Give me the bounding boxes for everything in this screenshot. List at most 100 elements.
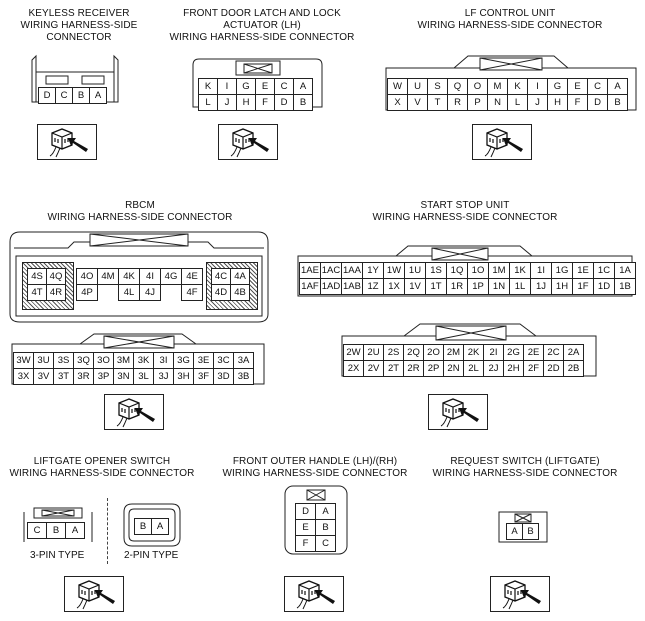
pin-label: WIRING HARNESS-SIDE CONNECTOR [47, 212, 233, 223]
pin-label: 1F [572, 278, 594, 295]
pin-label: 1P [467, 278, 489, 295]
pin-label: ACTUATOR (LH) [223, 20, 301, 31]
pin-label: Q [447, 78, 468, 95]
pin-label: A [506, 523, 523, 540]
pin-label: 2C [543, 344, 564, 361]
pin-label: D [587, 94, 608, 111]
pin-label: 3D [213, 368, 234, 385]
pin-label: 1V [404, 278, 426, 295]
pin-label: 2F [523, 360, 544, 377]
pin-label: P [467, 94, 488, 111]
pin-label: B [607, 94, 628, 111]
pin-label: 4D [211, 284, 231, 301]
pin-label: 4L [118, 284, 140, 301]
pin-label: N [487, 94, 508, 111]
pin-label: 1M [488, 262, 510, 279]
pin-label: B [293, 94, 313, 111]
pin-label: 3T [53, 368, 74, 385]
pin-label: 1O [467, 262, 489, 279]
pin-label: 1U [404, 262, 426, 279]
pin-label: 1X [383, 278, 405, 295]
pin-label: 4Q [46, 268, 66, 285]
pin-label: 3A [233, 352, 254, 369]
request-switch-title: REQUEST SWITCH (LIFTGATE)WIRING HARNESS-… [425, 456, 625, 480]
pin-label: 3E [193, 352, 214, 369]
keyless-connector: D C B A [30, 52, 120, 106]
pin-label: 3M [113, 352, 134, 369]
pin-label: 2R [403, 360, 424, 377]
pin-label: 1T [425, 278, 447, 295]
pin-label: 2J [483, 360, 504, 377]
pin-label: E [255, 78, 275, 95]
pin-label: 3L [133, 368, 154, 385]
pin-label: 4C [211, 268, 231, 285]
pin-label: 4I [139, 268, 161, 285]
pin-label: 1AA [341, 262, 363, 279]
pin-label: REQUEST SWITCH (LIFTGATE) [450, 456, 600, 467]
pin-label: 4K [118, 268, 140, 285]
pin-label: 3J [153, 368, 174, 385]
pin-label: K [507, 78, 528, 95]
pin-label: WIRING HARNESS-SIDE [20, 20, 138, 31]
pin-label: H [236, 94, 256, 111]
pin-label: 1N [488, 278, 510, 295]
pin-label: RBCM [125, 200, 155, 211]
pin-label: 3Q [73, 352, 94, 369]
pin-label: 2G [503, 344, 524, 361]
liftgate-divider [107, 498, 108, 564]
pin-label: T [427, 94, 448, 111]
pin-label: 2O [423, 344, 444, 361]
pin-label: 3I [153, 352, 174, 369]
pin-label: A [315, 503, 336, 520]
pin-label: 2D [543, 360, 564, 377]
pin-label: 1AD [320, 278, 342, 295]
pin-label: F [295, 535, 316, 552]
pin-label: C [274, 78, 294, 95]
pin-label: 1E [572, 262, 594, 279]
pin-label: 1Q [446, 262, 468, 279]
pin-label: A [65, 522, 85, 539]
pin-label: 4O [76, 268, 98, 285]
pin-label: D [295, 503, 316, 520]
pin-label: 2K [463, 344, 484, 361]
pin-label: L [198, 94, 218, 111]
pin-label: 2T [383, 360, 404, 377]
pin-label: A [607, 78, 628, 95]
pin-label: KEYLESS RECEIVER [28, 8, 130, 19]
pin-label: B [315, 519, 336, 536]
pin-label: 2Q [403, 344, 424, 361]
pin-label: 4A [230, 268, 250, 285]
pin-label: 4E [181, 268, 203, 285]
pin-label: 1J [530, 278, 552, 295]
pin-label: B [522, 523, 539, 540]
pin-label: A [89, 87, 107, 104]
pin-label: F [567, 94, 588, 111]
pin-label: 1Y [362, 262, 384, 279]
pin-label: WIRING HARNESS-SIDE CONNECTOR [432, 468, 618, 479]
pin-label: G [236, 78, 256, 95]
pin-label: 1H [551, 278, 573, 295]
keyless-pins: D C B A [38, 87, 107, 104]
pin-label: START STOP UNIT [420, 200, 510, 211]
connector-view-arrow-icon [490, 576, 550, 612]
pin-label: FRONT DOOR LATCH AND LOCK [183, 8, 341, 19]
pin-label: WIRING HARNESS-SIDE CONNECTOR [372, 212, 558, 223]
pin-label: A [151, 518, 169, 535]
pin-label: X [387, 94, 408, 111]
pin-label: 1S [425, 262, 447, 279]
pin-label: 1AE [299, 262, 321, 279]
